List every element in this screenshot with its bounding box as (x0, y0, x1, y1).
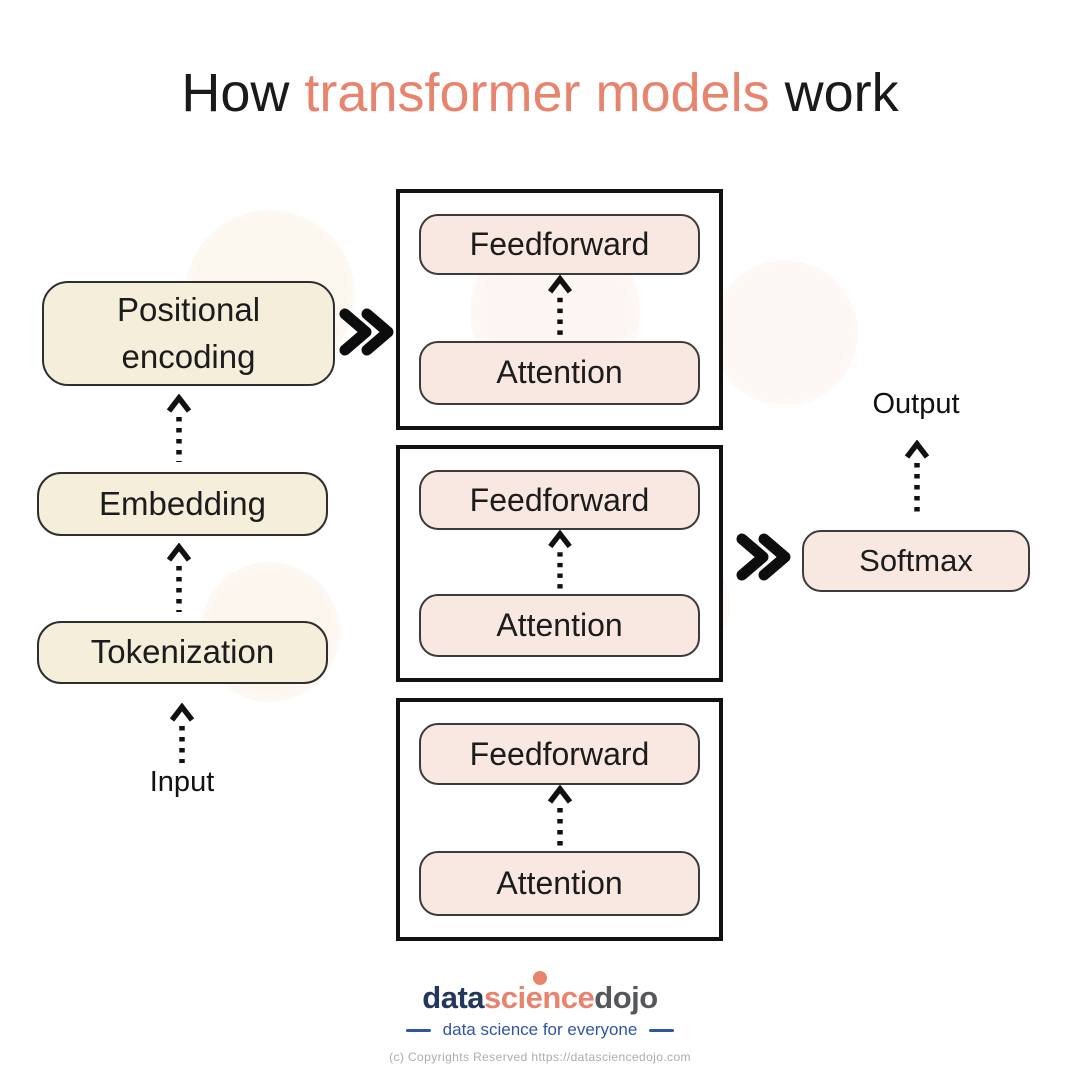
dotted-arrow-up-icon (166, 543, 192, 612)
positional-encoding-box: Positional encoding (42, 281, 335, 386)
feedforward-label: Feedforward (469, 735, 650, 772)
page-title: How transformer models work (0, 62, 1080, 124)
title-prefix: How (181, 63, 305, 123)
logo-tagline: data science for everyone (405, 1020, 675, 1040)
softmax-label: Softmax (859, 543, 973, 578)
attention-label: Attention (496, 865, 623, 901)
tagline-dash-left (405, 1028, 431, 1032)
tokenization-box: Tokenization (37, 621, 328, 684)
dotted-arrow-up-icon (166, 394, 192, 462)
logo-science-text: science (484, 980, 595, 1015)
dotted-arrow-up-icon (547, 530, 572, 593)
dotted-arrow-up-icon (547, 785, 572, 849)
embedding-box: Embedding (37, 472, 328, 536)
attention-box: Attention (419, 340, 700, 405)
double-chevron-right-icon (339, 308, 394, 356)
feedforward-box: Feedforward (419, 214, 700, 276)
dotted-arrow-up-icon (547, 275, 572, 339)
feedforward-box: Feedforward (419, 723, 700, 785)
dotted-arrow-up-icon (169, 703, 195, 763)
embedding-label: Embedding (99, 484, 266, 522)
copyright-text: (c) Copyrights Reserved https://datascie… (389, 1050, 691, 1065)
positional-encoding-label: Positional encoding (116, 291, 261, 375)
double-chevron-right-icon (736, 533, 791, 581)
attention-box: Attention (419, 593, 700, 657)
feedforward-label: Feedforward (469, 226, 650, 263)
dotted-arrow-up-icon (904, 440, 930, 516)
transformer-block: Feedforward Attention (396, 698, 723, 941)
transformer-block: Feedforward Attention (396, 445, 723, 682)
transformer-block: Feedforward Attention (396, 189, 723, 430)
logo-part-dojo: dojo (594, 980, 658, 1015)
title-suffix: work (769, 63, 899, 123)
feedforward-box: Feedforward (419, 470, 700, 531)
attention-box: Attention (419, 851, 700, 916)
softmax-box: Softmax (802, 530, 1030, 592)
attention-label: Attention (496, 606, 623, 643)
title-highlight: transformer models (304, 63, 770, 123)
person-head-icon (532, 971, 547, 985)
output-label: Output (872, 388, 960, 420)
background-blob (712, 260, 858, 406)
logo-part-data: data (422, 980, 485, 1015)
tagline-dash-right (649, 1028, 675, 1032)
logo-part-science: science (484, 971, 595, 1015)
input-label: Input (149, 766, 215, 798)
feedforward-label: Feedforward (469, 481, 650, 518)
attention-label: Attention (496, 354, 623, 391)
tokenization-label: Tokenization (90, 633, 275, 671)
tagline-text: data science for everyone (442, 1020, 638, 1040)
